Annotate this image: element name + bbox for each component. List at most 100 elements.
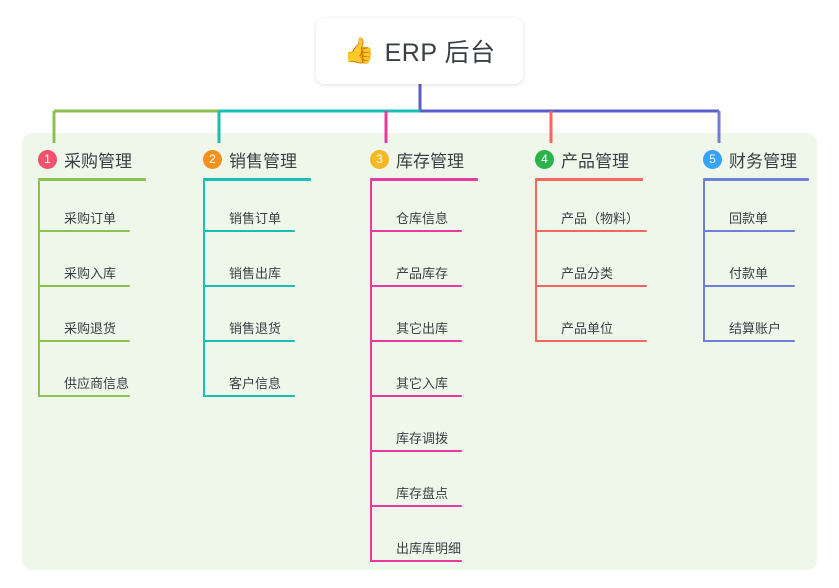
branch-title: 财务管理 <box>729 151 797 171</box>
branch-item[interactable]: 仓库信息 <box>370 181 478 236</box>
branch-item-label: 采购订单 <box>64 211 117 226</box>
branch-item[interactable]: 回款单 <box>703 181 809 236</box>
branch-item[interactable]: 产品分类 <box>535 236 647 291</box>
branch-item-rule <box>535 340 647 342</box>
branch-item-rule <box>703 230 795 232</box>
branch-spine <box>203 181 205 397</box>
branch-header-5[interactable]: 5 财务管理 <box>703 146 809 172</box>
branch-item-rule <box>203 395 295 397</box>
branch-item-rule <box>203 285 295 287</box>
branch-header-4[interactable]: 4 产品管理 <box>535 146 643 172</box>
branch-header-3[interactable]: 3 库存管理 <box>370 146 478 172</box>
branch-item-list: 回款单付款单结算账户 <box>703 181 809 346</box>
branch-item-label: 供应商信息 <box>64 376 130 391</box>
branch-header-rule <box>535 178 643 181</box>
branch-number-badge: 3 <box>370 149 389 169</box>
branch-item[interactable]: 产品库存 <box>370 236 478 291</box>
branch-item-rule <box>535 230 647 232</box>
branch-item[interactable]: 采购退货 <box>38 291 146 346</box>
branch-item[interactable]: 采购入库 <box>38 236 146 291</box>
branch-item-rule <box>535 285 647 287</box>
branch-item-rule <box>703 285 795 287</box>
branch-item[interactable]: 其它出库 <box>370 291 478 346</box>
branch-title: 库存管理 <box>396 151 464 171</box>
branch-header-rule <box>370 178 478 181</box>
branch-item[interactable]: 付款单 <box>703 236 809 291</box>
branch-item[interactable]: 出库库明细 <box>370 511 478 566</box>
branch-item[interactable]: 结算账户 <box>703 291 809 346</box>
branch-item-label: 结算账户 <box>729 321 782 336</box>
branch-item-label: 其它入库 <box>396 376 449 391</box>
branch-spine <box>370 181 372 562</box>
branch-item-label: 销售订单 <box>229 211 282 226</box>
branch-item-label: 采购退货 <box>64 321 117 336</box>
branch-item-label: 库存盘点 <box>396 486 449 501</box>
branch-item[interactable]: 销售出库 <box>203 236 311 291</box>
branch-header-rule <box>203 178 311 181</box>
branch-title: 采购管理 <box>64 151 132 171</box>
root-node-title: ERP 后台 <box>384 39 496 67</box>
branch-item-rule <box>38 230 130 232</box>
branch-number-badge: 1 <box>38 149 57 169</box>
branch-header-rule <box>38 178 146 181</box>
branch-item-rule <box>203 340 295 342</box>
branch-item-label: 销售出库 <box>229 266 282 281</box>
branch-column-2: 2 销售管理销售订单销售出库销售退货客户信息 <box>203 146 311 401</box>
branch-item[interactable]: 库存盘点 <box>370 456 478 511</box>
branch-column-3: 3 库存管理仓库信息产品库存其它出库其它入库库存调拨库存盘点出库库明细 <box>370 146 478 566</box>
branch-item-rule <box>370 450 462 452</box>
branch-item-list: 销售订单销售出库销售退货客户信息 <box>203 181 311 401</box>
branch-item-label: 客户信息 <box>229 376 282 391</box>
branch-item-label: 产品单位 <box>561 321 614 336</box>
branch-item-rule <box>370 505 462 507</box>
branch-item-rule <box>38 340 130 342</box>
branch-item-rule <box>370 230 462 232</box>
branch-column-5: 5 财务管理回款单付款单结算账户 <box>703 146 809 346</box>
branch-number-badge: 5 <box>703 149 722 169</box>
branch-item-rule <box>370 560 462 562</box>
branch-item-list: 采购订单采购入库采购退货供应商信息 <box>38 181 146 401</box>
branch-header-2[interactable]: 2 销售管理 <box>203 146 311 172</box>
branch-item-rule <box>38 285 130 287</box>
branch-item-rule <box>38 395 130 397</box>
branch-item[interactable]: 产品（物料） <box>535 181 647 236</box>
branch-title: 产品管理 <box>561 151 629 171</box>
branch-item-rule <box>703 340 795 342</box>
branch-column-1: 1 采购管理采购订单采购入库采购退货供应商信息 <box>38 146 146 401</box>
branch-item-list: 产品（物料） 产品分类产品单位 <box>535 181 647 346</box>
branch-spine <box>535 181 537 342</box>
branch-item[interactable]: 采购订单 <box>38 181 146 236</box>
branch-number-badge: 4 <box>535 149 554 169</box>
branch-item[interactable]: 产品单位 <box>535 291 647 346</box>
branch-item[interactable]: 客户信息 <box>203 346 311 401</box>
branch-item-list: 仓库信息产品库存其它出库其它入库库存调拨库存盘点出库库明细 <box>370 181 478 566</box>
branch-item-label: 销售退货 <box>229 321 282 336</box>
branch-item-label: 出库库明细 <box>396 541 462 556</box>
branch-title: 销售管理 <box>229 151 297 171</box>
branch-item-label: 回款单 <box>729 211 769 226</box>
branch-item-label: 付款单 <box>729 266 769 281</box>
branch-item[interactable]: 其它入库 <box>370 346 478 401</box>
branch-item[interactable]: 供应商信息 <box>38 346 146 401</box>
branch-item[interactable]: 销售退货 <box>203 291 311 346</box>
branch-item-label: 库存调拨 <box>396 431 449 446</box>
branch-column-4: 4 产品管理产品（物料） 产品分类产品单位 <box>535 146 647 346</box>
branch-item-rule <box>370 395 462 397</box>
branch-item[interactable]: 库存调拨 <box>370 401 478 456</box>
root-node[interactable]: 👍 ERP 后台 <box>316 18 523 84</box>
thumbs-up-icon: 👍 <box>343 36 375 65</box>
branch-header-rule <box>703 178 809 181</box>
branch-item-label: 其它出库 <box>396 321 449 336</box>
branch-item-rule <box>203 230 295 232</box>
branch-number-badge: 2 <box>203 149 222 169</box>
branch-panel <box>22 133 817 570</box>
branch-header-1[interactable]: 1 采购管理 <box>38 146 146 172</box>
branch-item-label: 产品分类 <box>561 266 614 281</box>
branch-item-rule <box>370 285 462 287</box>
branch-spine <box>703 181 705 342</box>
branch-spine <box>38 181 40 397</box>
branch-item-label: 产品（物料） <box>561 211 640 226</box>
branch-item[interactable]: 销售订单 <box>203 181 311 236</box>
